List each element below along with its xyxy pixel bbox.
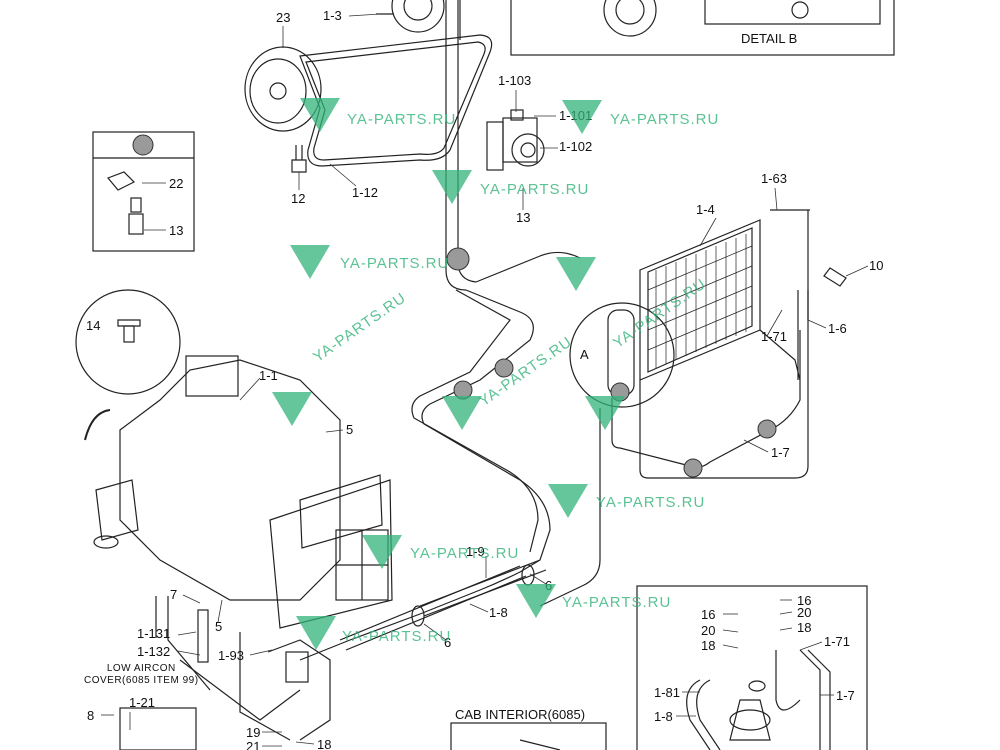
- part-label-1-4: 1-4: [696, 202, 715, 217]
- part-label-1-7-detail: 1-7: [836, 688, 855, 703]
- watermark-text: YA-PARTS.RU: [410, 545, 520, 562]
- part-label-7: 7: [170, 587, 178, 602]
- watermark-logo: [585, 396, 625, 430]
- detail-b-compressor: [603, 0, 657, 37]
- detail-b-frame: [510, 0, 895, 56]
- part-label-20-left: 20: [701, 623, 716, 638]
- part-label-16-right: 16: [797, 593, 812, 608]
- cab-interior-title: CAB INTERIOR(6085): [455, 707, 586, 722]
- leader-lines: [101, 13, 869, 747]
- part-label-1-1: 1-1: [259, 368, 278, 383]
- watermark-text: YA-PARTS.RU: [610, 111, 720, 128]
- watermark-logo: [548, 484, 588, 518]
- watermark-logo: [442, 396, 482, 430]
- fastener-box: [92, 131, 195, 252]
- watermark-logo: [296, 616, 336, 650]
- watermark-logo: [516, 584, 556, 618]
- hvac-duct-top: [185, 355, 239, 397]
- part-label-16-left: 16: [701, 607, 716, 622]
- detail-b-inner: [704, 0, 881, 25]
- compressor-pulley: [391, 0, 445, 33]
- part-label-1-71: 1-71: [761, 329, 788, 344]
- part-label-1-81: 1-81: [654, 685, 681, 700]
- watermark-text: YA-PARTS.RU: [480, 181, 590, 198]
- part-label-6-left: 6: [444, 635, 452, 650]
- part-label-14: 14: [86, 318, 101, 333]
- part-label-18: 18: [317, 737, 332, 750]
- part-label-22: 22: [169, 176, 184, 191]
- watermark-text: YA-PARTS.RU: [340, 255, 450, 272]
- part-label-8: 8: [87, 708, 95, 723]
- part-label-13-box: 13: [169, 223, 184, 238]
- part-label-1-132: 1-132: [137, 644, 171, 659]
- part-label-1-71-detail: 1-71: [824, 634, 851, 649]
- condenser-1-4: [639, 219, 761, 381]
- part-label-1-8-detail: 1-8: [654, 709, 673, 724]
- bolt-12: [291, 145, 307, 173]
- watermark-text: YA-PARTS.RU: [596, 494, 706, 511]
- watermark-logo: [562, 100, 602, 134]
- part-label-1-12: 1-12: [352, 185, 379, 200]
- hose-left: [445, 0, 467, 291]
- detail-b-title: DETAIL B: [741, 31, 798, 46]
- hvac-front-panel: [269, 479, 393, 629]
- part-label-1-6: 1-6: [828, 321, 847, 336]
- air-outlet: [95, 479, 139, 541]
- part-label-1-63: 1-63: [761, 171, 788, 186]
- part-label-1-131: 1-131: [137, 626, 171, 641]
- part-label-21: 21: [246, 739, 261, 750]
- part-label-5-upper: 5: [346, 422, 354, 437]
- part-label-23: 23: [276, 10, 291, 25]
- part-label-a: A: [580, 347, 589, 362]
- part-label-5-lower: 5: [215, 619, 223, 634]
- watermark-logo: [432, 170, 472, 204]
- receiver-bottom: [729, 699, 771, 741]
- part-label-19: 19: [246, 725, 261, 740]
- part-label-1-3: 1-3: [323, 8, 342, 23]
- part-label-1-9: 1-9: [466, 544, 485, 559]
- note-low-aircon-cover: LOW AIRCON COVER(6085 ITEM 99): [84, 663, 199, 686]
- bolt-1-103: [510, 109, 524, 121]
- watermark-text: YA-PARTS.RU: [342, 628, 452, 645]
- detail-a-circle: [569, 302, 675, 408]
- idler-1-102: [511, 133, 545, 167]
- part-label-20-right: 20: [797, 605, 812, 620]
- part-label-1-93: 1-93: [218, 648, 245, 663]
- part-label-13-upper: 13: [516, 210, 531, 225]
- part-label-18-left: 18: [701, 638, 716, 653]
- bottom-unit-1-21: [119, 707, 197, 750]
- part-label-10: 10: [869, 258, 884, 273]
- watermark-logo: [556, 257, 596, 291]
- part-label-1-102: 1-102: [559, 139, 593, 154]
- part-label-1-8: 1-8: [489, 605, 508, 620]
- bracket-1-101: [486, 121, 504, 171]
- tube-1-132: [197, 609, 209, 663]
- detail-fittings-box: [636, 585, 868, 750]
- cab-interior-box: [450, 722, 607, 750]
- detail-14-circle: [75, 289, 181, 395]
- part-label-1-7: 1-7: [771, 445, 790, 460]
- part-label-18-right: 18: [797, 620, 812, 635]
- watermark-logo: [272, 392, 312, 426]
- part-label-1-103: 1-103: [498, 73, 532, 88]
- part-label-12: 12: [291, 191, 306, 206]
- hose-clamps: [132, 134, 777, 478]
- watermark-text: YA-PARTS.RU: [562, 594, 672, 611]
- watermark-logo: [300, 98, 340, 132]
- watermark-text: YA-PARTS.RU: [347, 111, 457, 128]
- watermark-logo: [290, 245, 330, 279]
- belt-1-12: [299, 34, 493, 167]
- hvac-unit-1-1: [119, 359, 341, 601]
- part-label-1-21: 1-21: [129, 695, 156, 710]
- watermark-logo: [362, 535, 402, 569]
- hose-1-9: [419, 559, 547, 617]
- fitting-10: [823, 267, 847, 287]
